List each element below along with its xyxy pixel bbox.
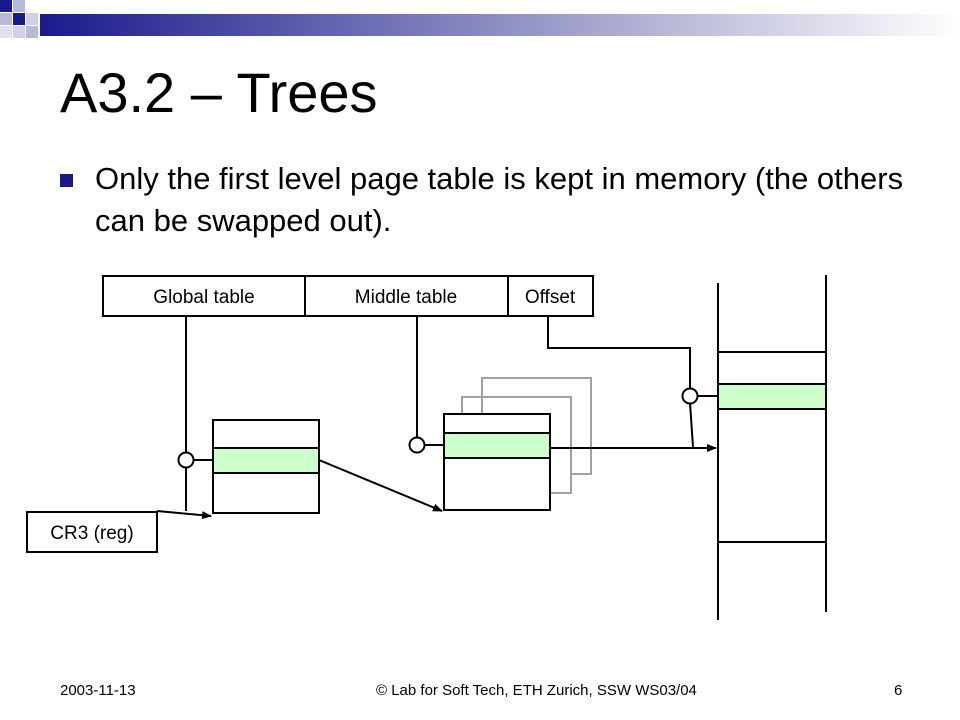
footer-date: 2003-11-13 xyxy=(60,682,136,699)
cr3-register-box xyxy=(26,511,158,553)
adder-node-icon xyxy=(681,387,699,405)
middle-table-entry xyxy=(443,432,551,459)
bullet-square-icon xyxy=(60,174,73,187)
bullet-text: Only the first level page table is kept … xyxy=(95,161,904,238)
cr3-register-label: CR3 (reg) xyxy=(50,523,133,544)
adder-node-icon xyxy=(408,436,426,454)
adder-node-icon xyxy=(177,451,195,469)
diagram-connectors xyxy=(156,316,718,520)
field-middle-table: Middle table xyxy=(355,287,457,308)
physical-memory xyxy=(717,275,827,620)
field-offset: Offset xyxy=(525,287,576,308)
footer-copyright: © Lab for Soft Tech, ETH Zurich, SSW WS0… xyxy=(376,682,697,699)
page-title: A3.2 – Trees xyxy=(60,61,378,124)
memory-page-highlight xyxy=(717,383,827,410)
footer-page-number: 6 xyxy=(894,682,903,699)
middle-page-table-stack xyxy=(443,377,592,511)
virtual-address-box xyxy=(102,275,594,317)
global-table-entry xyxy=(212,447,320,474)
global-page-table xyxy=(212,419,320,514)
field-global-table: Global table xyxy=(153,287,254,308)
header-decoration xyxy=(0,0,960,38)
